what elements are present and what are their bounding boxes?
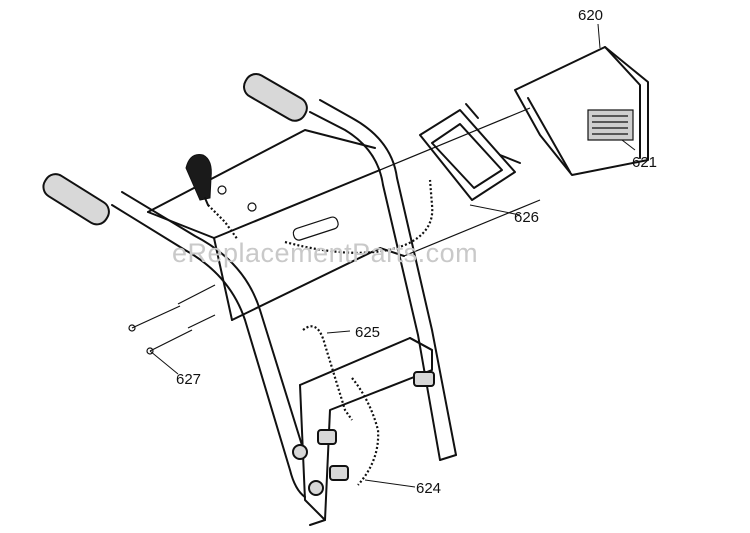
light-wire-coil	[284, 179, 434, 254]
part-label-621: 621	[632, 154, 657, 171]
control-panel	[147, 129, 405, 321]
watermark-text: eReplacementParts.com	[172, 238, 478, 268]
shift-lever	[185, 154, 257, 241]
part-label-627: 627	[176, 371, 201, 388]
spring-624	[351, 377, 380, 486]
assembly-guide-lines	[379, 107, 541, 257]
leader-lines	[149, 23, 636, 488]
right-handle-grip	[243, 73, 308, 122]
part-label-620: 620	[578, 7, 603, 24]
part-label-625: 625	[355, 324, 380, 341]
headlight-lens	[587, 109, 634, 141]
right-handle	[243, 73, 457, 461]
bracket-bolt-right	[413, 371, 435, 387]
left-handle	[42, 173, 306, 498]
bracket-bolt-low	[329, 465, 349, 481]
panel-slot	[292, 216, 339, 241]
bracket-nut-upper	[292, 444, 308, 460]
bracket-nut-lower	[308, 480, 324, 496]
lower-bracket	[292, 337, 435, 526]
part-label-624: 624	[416, 480, 441, 497]
spring-625	[302, 325, 353, 421]
left-handle-grip	[42, 173, 110, 226]
light-bracket	[419, 103, 521, 201]
mounting-screws	[128, 284, 216, 355]
headlight	[514, 46, 649, 176]
bracket-bolt-mid	[317, 429, 337, 445]
part-label-626: 626	[514, 209, 539, 226]
